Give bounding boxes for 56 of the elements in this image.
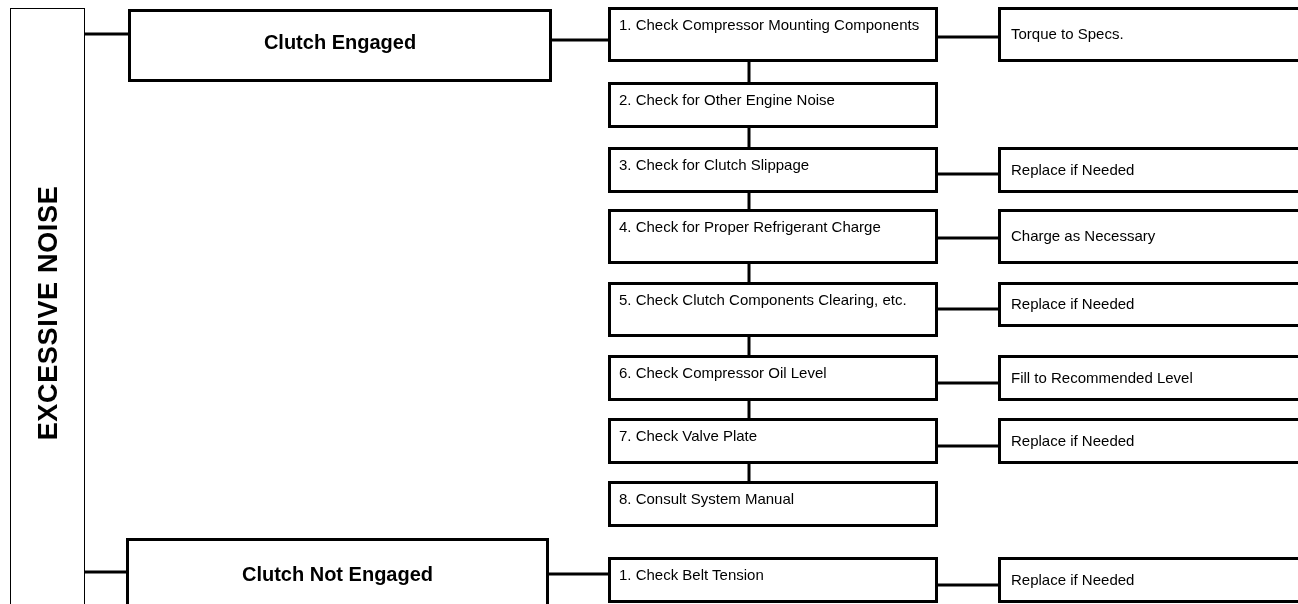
connector-line [747,128,751,147]
remedy-label: Fill to Recommended Level [1010,367,1193,388]
category-label: EXCESSIVE NOISE [31,185,64,441]
remedy-label: Charge as Necessary [1010,226,1156,247]
check-step-box [608,557,938,603]
connector-line [938,35,998,39]
step-label: 3. Check for Clutch Slippage [618,155,811,175]
connector-line [938,307,998,311]
remedy-box [998,7,1298,62]
connector-line [747,337,751,355]
remedy-label: Replace if Needed [1010,569,1135,590]
connector-line [938,236,998,240]
step-label: 4. Check for Proper Refrigerant Charge [618,217,882,237]
condition-label: Clutch Not Engaged [241,562,434,587]
remedy-label: Replace if Needed [1010,430,1135,451]
condition-box [128,9,552,82]
remedy-box [998,282,1298,327]
connector-line [747,264,751,282]
connector-line [747,193,751,209]
condition-box [126,538,549,604]
remedy-box [998,418,1298,464]
connector-line [938,172,998,176]
check-step-box [608,82,938,128]
remedy-label: Replace if Needed [1010,294,1135,315]
remedy-box [998,209,1298,264]
check-step-box [608,282,938,337]
connector-line [938,444,998,448]
remedy-label: Replace if Needed [1010,159,1135,180]
step-label: 8. Consult System Manual [618,489,796,509]
check-step-box [608,418,938,464]
check-step-box [608,209,938,264]
connector-line [549,572,608,576]
connector-line [938,381,998,385]
step-label: 2. Check for Other Engine Noise [618,90,836,110]
connector-line [938,583,998,587]
step-label: 1. Check Compressor Mounting Components [618,15,921,35]
check-step-box [608,7,938,62]
category-box [10,8,85,604]
remedy-label: Torque to Specs. [1010,24,1124,45]
step-label: 1. Check Belt Tension [618,565,765,585]
step-label: 5. Check Clutch Components Clearing, etc. [618,290,908,310]
remedy-box [998,557,1298,603]
connector-line [85,32,128,36]
condition-label: Clutch Engaged [263,29,417,55]
connector-line [747,62,751,82]
connector-line [747,464,751,481]
connector-line [747,401,751,418]
connector-line [85,570,126,574]
step-label: 6. Check Compressor Oil Level [618,363,828,383]
remedy-box [998,147,1298,193]
connector-line [552,38,608,42]
check-step-box [608,355,938,401]
check-step-box [608,147,938,193]
check-step-box [608,481,938,527]
step-label: 7. Check Valve Plate [618,426,759,446]
remedy-box [998,355,1298,401]
